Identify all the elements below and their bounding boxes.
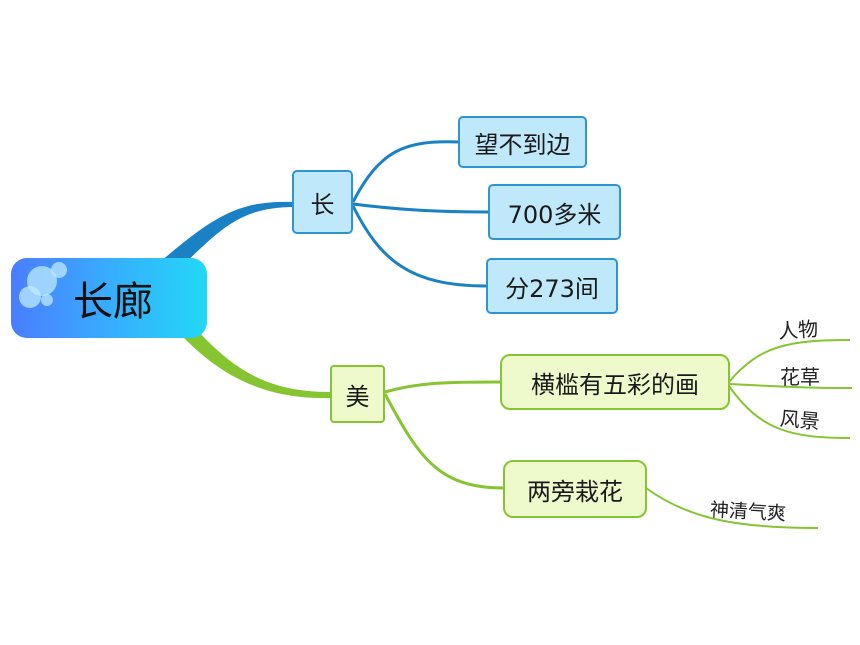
long-child-label: 分273间	[505, 274, 599, 303]
beauty-child-label: 横槛有五彩的画	[531, 370, 699, 399]
link-leaf-3	[728, 385, 851, 439]
branch-beauty-label: 美	[345, 382, 370, 411]
bubble-decoration	[51, 262, 67, 278]
branch-beauty-node[interactable]: 美	[330, 365, 385, 423]
long-child-label: 望不到边	[474, 130, 571, 159]
link-leaf-4	[645, 487, 819, 529]
root-label: 长廊	[73, 279, 153, 325]
bubble-decoration	[41, 294, 53, 306]
link-leaf-2	[728, 383, 853, 389]
link-beauty-child-2	[383, 393, 505, 490]
leaf-label: 人物	[777, 316, 819, 344]
root-node[interactable]: 长廊	[11, 258, 207, 338]
branch-long-label: 长	[310, 190, 335, 219]
link-root-beauty	[182, 324, 332, 399]
link-leaf-1	[728, 339, 851, 383]
leaf-label: 风景	[778, 406, 821, 434]
link-beauty-child-1	[384, 380, 502, 394]
long-child-label: 700多米	[507, 200, 602, 229]
long-child-node[interactable]: 700多米	[488, 184, 621, 240]
link-root-long	[160, 201, 294, 266]
long-child-node[interactable]: 望不到边	[458, 116, 587, 168]
beauty-child-label: 两旁栽花	[527, 477, 623, 506]
link-long-child-3	[351, 205, 487, 288]
branch-long-node[interactable]: 长	[292, 170, 353, 234]
beauty-child-node[interactable]: 横槛有五彩的画	[500, 354, 730, 410]
leaf-label: 花草	[780, 365, 820, 389]
link-long-child-2	[352, 202, 489, 214]
beauty-child-node[interactable]: 两旁栽花	[503, 460, 647, 518]
bubble-decoration	[19, 286, 41, 308]
long-child-node[interactable]: 分273间	[486, 258, 618, 314]
leaf-label: 神清气爽	[709, 499, 787, 525]
link-long-child-1	[351, 140, 459, 203]
